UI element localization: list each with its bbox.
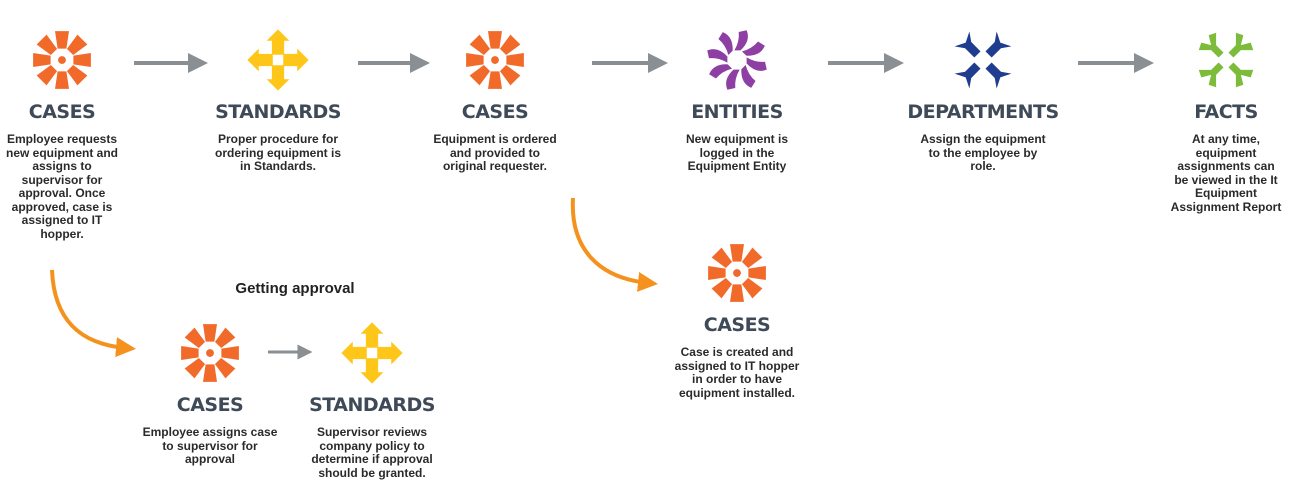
node-cases-4: CASES Employee assigns case to superviso… (125, 318, 295, 467)
standards-icon (247, 29, 309, 91)
node-title: STANDARDS (309, 394, 435, 416)
node-cases-1: CASES Employee requests new equipment an… (0, 25, 147, 241)
node-title: CASES (703, 314, 771, 336)
node-description: Proper procedure for ordering equipment … (214, 132, 341, 173)
node-title: FACTS (1194, 101, 1258, 123)
node-description: New equipment is logged in the Equipment… (685, 132, 789, 173)
node-standards-2: STANDARDS Supervisor reviews company pol… (287, 318, 457, 480)
node-title: CASES (461, 101, 529, 123)
node-title: CASES (176, 394, 244, 416)
node-description: Equipment is ordered and provided to ori… (433, 132, 557, 173)
node-description: Employee requests new equipment and assi… (5, 132, 118, 241)
node-title: STANDARDS (215, 101, 341, 123)
node-description: Employee assigns case to supervisor for … (142, 425, 278, 466)
node-description: At any time, equipment assignments can b… (1170, 132, 1282, 214)
curve-cases2-to-cases3 (570, 197, 658, 292)
node-description: Supervisor reviews company policy to det… (311, 425, 433, 480)
node-title: ENTITIES (691, 101, 783, 123)
standards-icon (341, 322, 403, 384)
facts-icon (1198, 32, 1254, 88)
departments-icon (954, 31, 1012, 89)
cases-icon (708, 244, 766, 302)
node-cases-2: CASES Equipment is ordered and provided … (410, 25, 580, 174)
node-departments: DEPARTMENTS Assign the equipment to the … (898, 25, 1068, 174)
curve-cases1-to-cases4 (50, 269, 136, 358)
entities-icon (707, 30, 767, 90)
cases-icon (181, 324, 239, 382)
cases-icon (33, 31, 91, 89)
node-cases-3: CASES Case is created and assigned to IT… (652, 238, 822, 400)
node-entities: ENTITIES New equipment is logged in the … (652, 25, 822, 174)
group-title-getting-approval: Getting approval (235, 280, 355, 297)
cases-icon (466, 31, 524, 89)
node-facts: FACTS At any time, equipment assignments… (1141, 25, 1304, 214)
node-title: DEPARTMENTS (907, 101, 1059, 123)
node-standards-1: STANDARDS Proper procedure for ordering … (193, 25, 363, 174)
node-description: Case is created and assigned to IT hoppe… (674, 345, 800, 400)
node-description: Assign the equipment to the employee by … (920, 132, 1046, 173)
node-title: CASES (28, 101, 96, 123)
